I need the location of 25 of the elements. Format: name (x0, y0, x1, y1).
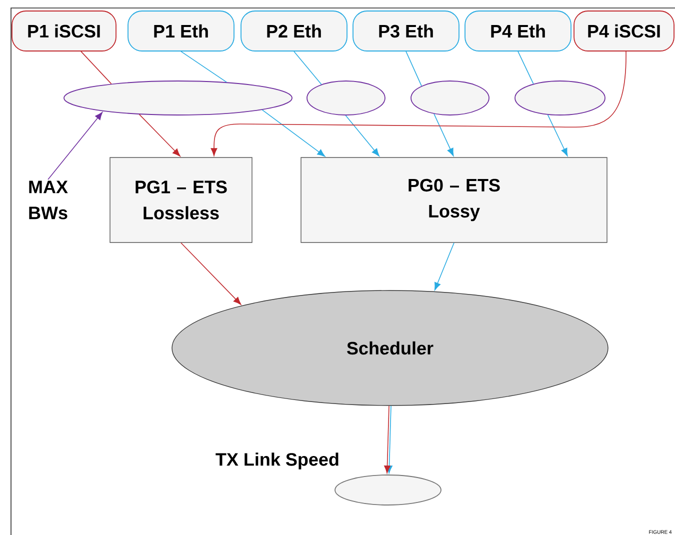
bandwidth-ellipse (64, 80, 292, 116)
port-pill: P2 Eth (240, 10, 348, 52)
port-pill: P4 iSCSI (574, 10, 674, 52)
port-pill: P1 Eth (128, 10, 234, 52)
port-pill: P4 Eth (464, 10, 572, 52)
link-speed-label: TX Link Speed (216, 452, 338, 470)
bandwidth-ellipse (306, 80, 386, 116)
arrow (180, 242, 242, 305)
arrow (345, 115, 380, 156)
priority-group-box: PG0 – ETS Lossy (300, 157, 608, 243)
bandwidth-label: MAX BWs (29, 180, 68, 220)
arrow (547, 114, 568, 156)
priority-group-box: PG1 – ETS Lossless (110, 157, 252, 243)
bandwidth-ellipse (514, 80, 606, 116)
port-pill: P1 iSCSI (12, 10, 116, 52)
arrow (262, 109, 326, 157)
arrow (210, 51, 626, 156)
arrow (384, 405, 390, 474)
arrow (434, 114, 454, 156)
arrow (434, 242, 454, 290)
arrow (138, 114, 180, 156)
arrow (48, 112, 103, 180)
link-ellipse (334, 474, 442, 506)
bandwidth-ellipse (410, 80, 490, 116)
port-pill: P3 Eth (352, 10, 460, 52)
